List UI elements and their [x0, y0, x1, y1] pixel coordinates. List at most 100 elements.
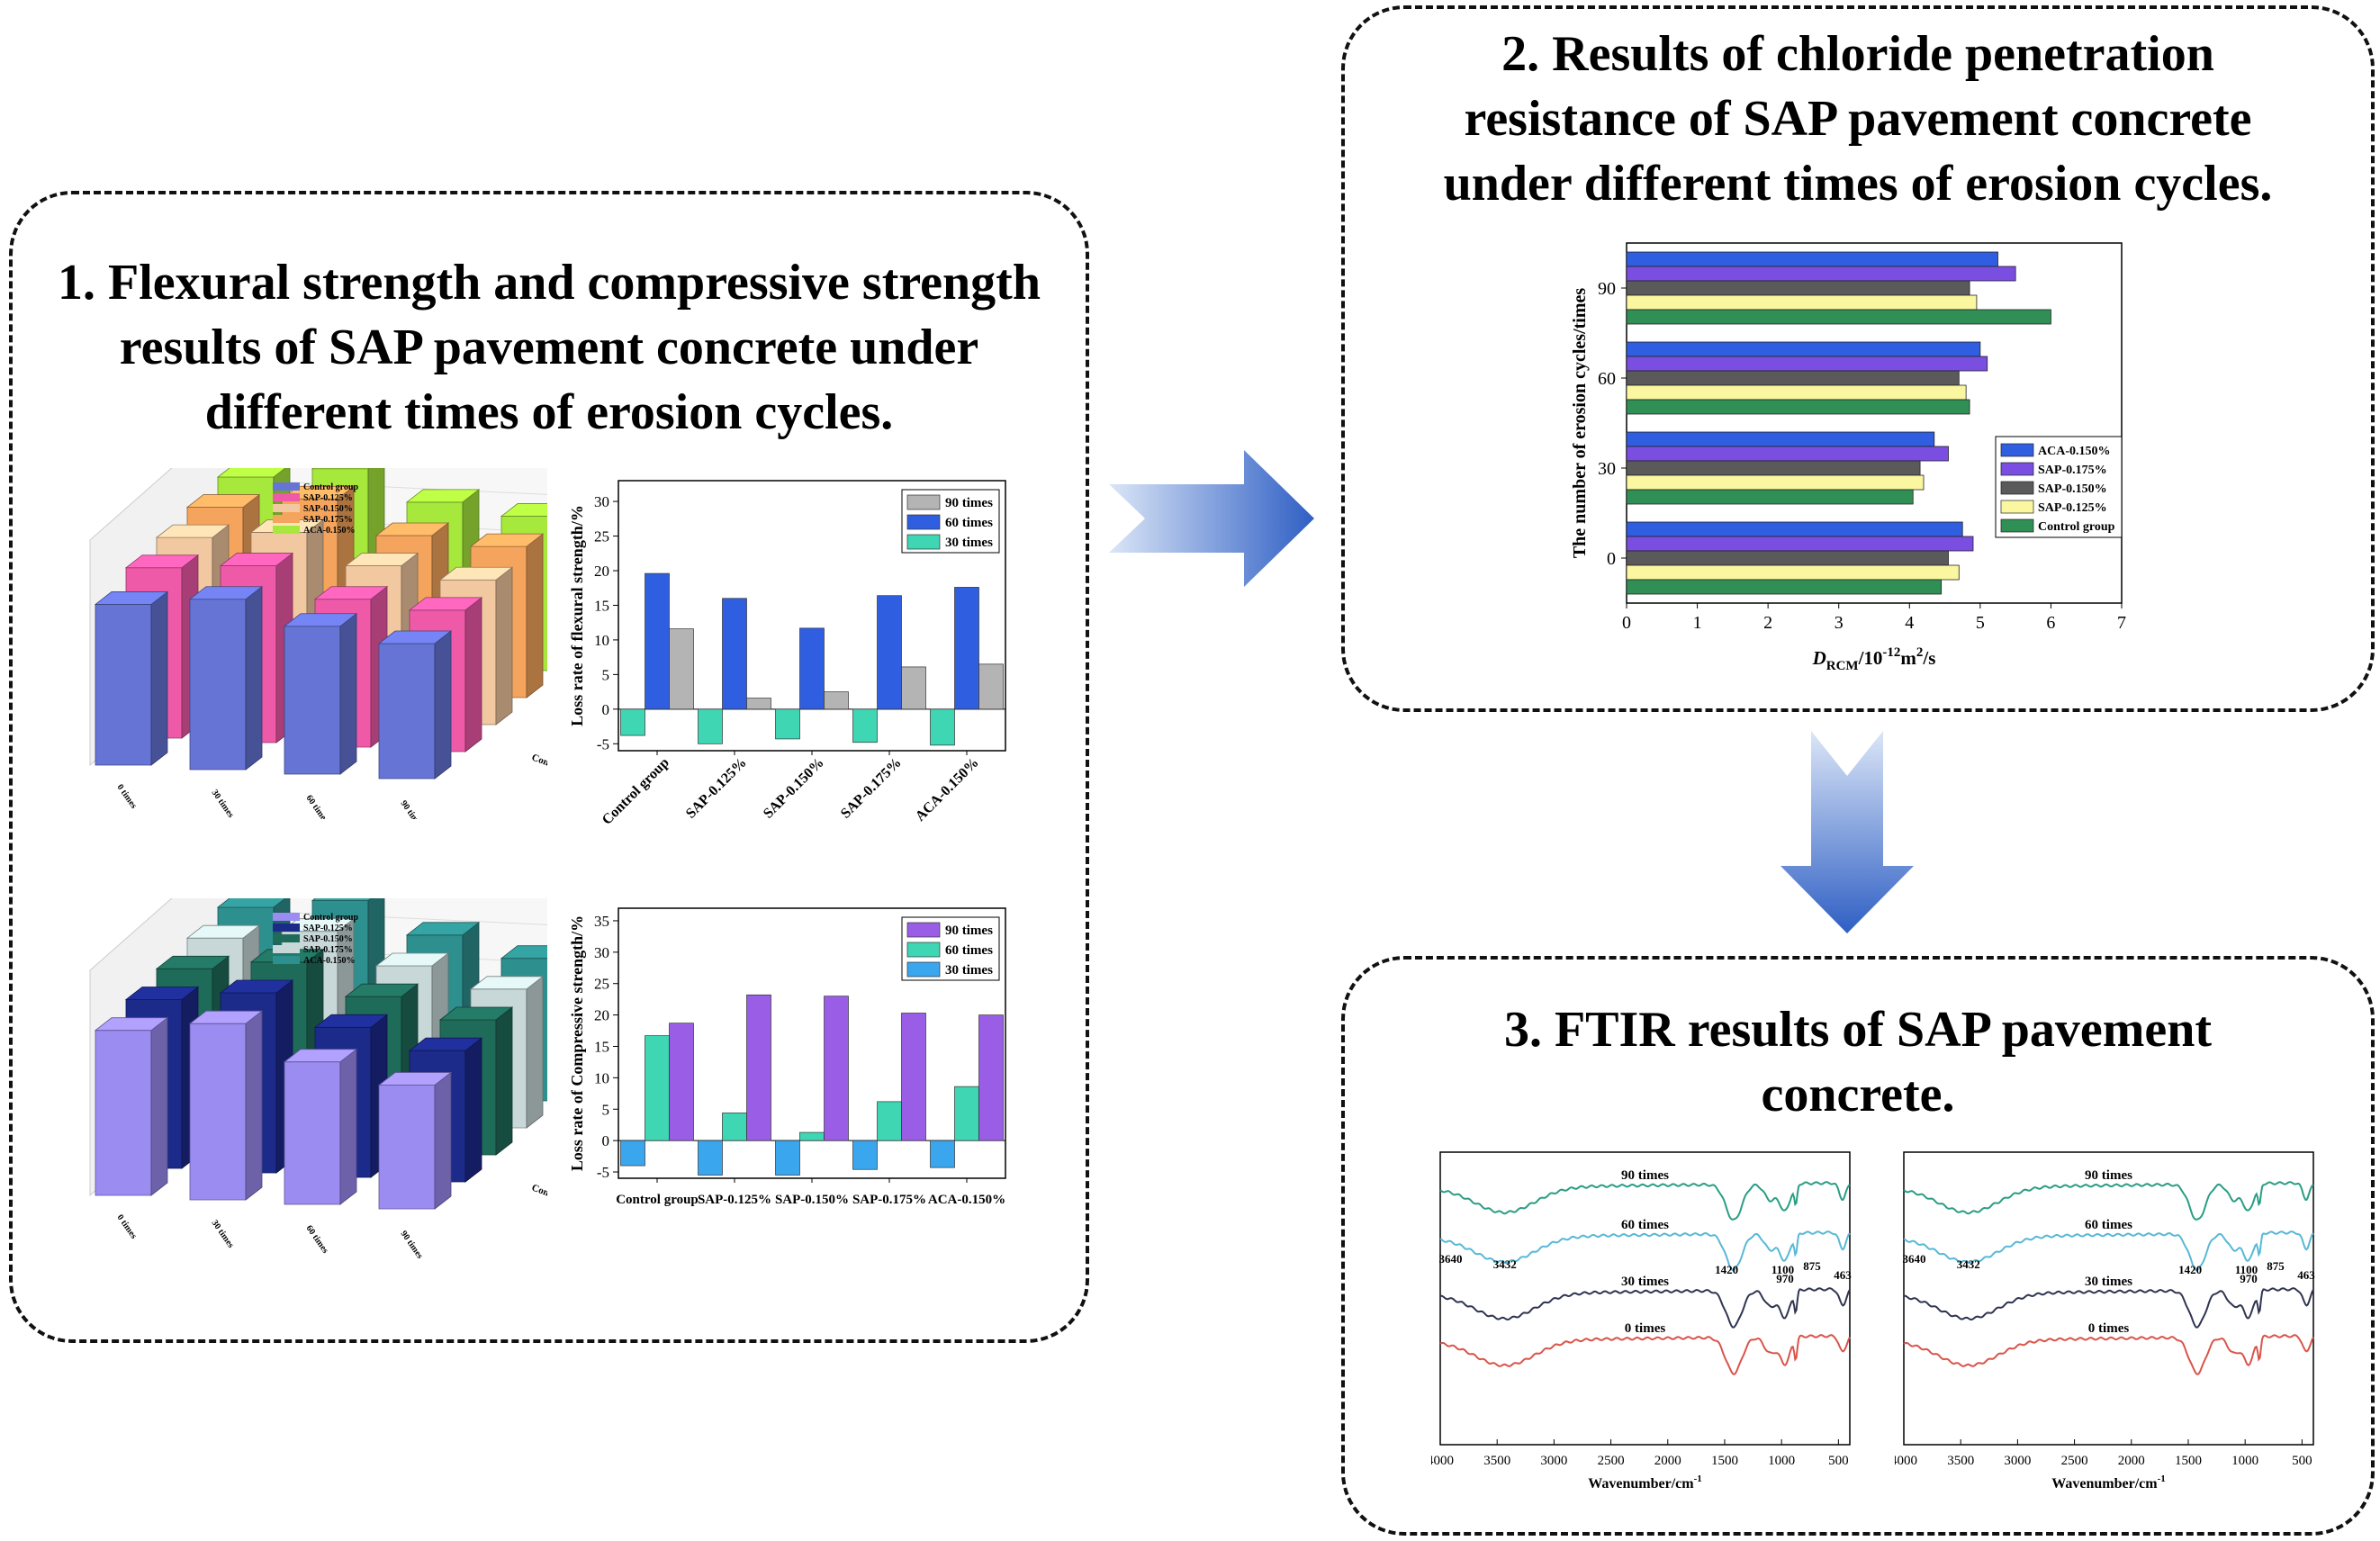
y-tick-label: 0 [1607, 549, 1616, 569]
legend-swatch [906, 961, 941, 978]
bar-top [219, 979, 294, 994]
flexural-strength-3d-chart: 01234567Flexural strength/MPaACA-0.150%S… [89, 468, 547, 819]
bar-SAP-0-150- [1626, 370, 1960, 386]
panel1-title-line2: results of SAP pavement concrete under [119, 320, 979, 375]
bar-ACA-0-150- [1626, 341, 1981, 357]
category-label: 90 times [399, 798, 425, 819]
compressive-strength-3d-chart: 0102030405060Compressive strength/MPaACA… [89, 898, 547, 1258]
bar-side [245, 1010, 263, 1201]
legend-swatch [273, 482, 300, 491]
x-tick-label: SAP-0.175% [838, 755, 905, 822]
bar-top [313, 586, 389, 600]
bar-front [189, 1023, 247, 1201]
bar-60-times [722, 1113, 747, 1141]
bar-ACA-0-150- [1626, 521, 1963, 537]
x-tick-label: 2000 [2118, 1454, 2145, 1468]
bar-front [378, 643, 436, 780]
x-tick-label: 3500 [1947, 1454, 1974, 1468]
legend-swatch [273, 913, 300, 921]
bar-top [500, 945, 547, 960]
bar-90-times [746, 698, 771, 710]
bar-top [405, 922, 481, 936]
legend-label: 30 times [945, 963, 993, 978]
legend-swatch [906, 534, 941, 550]
x-tick-label: 7 [2117, 613, 2126, 633]
bar-90-times [901, 666, 926, 710]
bar-90-times [901, 1013, 926, 1141]
ftir-left-chart: 4000350030002500200015001000500Wavenumbe… [1431, 1151, 1852, 1491]
bar-SAP-0-125- [1626, 474, 1925, 491]
x-tick-label: ACA-0.150% [928, 1193, 1005, 1207]
legend-label: SAP-0.175% [303, 515, 353, 525]
bar-top [405, 489, 481, 503]
spectrum-line [1903, 1287, 2314, 1329]
bar-side [150, 1016, 168, 1196]
plot-frame [1439, 1151, 1851, 1446]
panel-chloride-penetration: 2. Results of chloride penetration resis… [1341, 5, 2375, 712]
x-tick-label: 500 [1828, 1454, 1849, 1468]
y-tick-label: 25 [594, 976, 609, 993]
x-tick-label: 1000 [1768, 1454, 1795, 1468]
bar-30-times [852, 708, 878, 743]
bar-side [245, 585, 263, 770]
series-label: 30 times [1621, 1275, 1669, 1289]
legend-swatch [273, 526, 300, 534]
legend-swatch [2000, 500, 2034, 514]
x-tick-label: 4 [1905, 613, 1914, 633]
legend-swatch [2000, 462, 2034, 476]
x-tick-label: 5 [1976, 613, 1985, 633]
bar-top [377, 1072, 453, 1086]
bar-SAP-0-150- [1626, 550, 1949, 566]
bar-side [434, 630, 452, 780]
spectrum-line [1903, 1181, 2314, 1221]
x-tick-label: 500 [2292, 1454, 2312, 1468]
y-tick-label: 15 [594, 1038, 609, 1055]
category-label: 30 times [210, 788, 236, 819]
legend-label: SAP-0.125% [2038, 501, 2107, 515]
x-tick-label: 0 [1622, 613, 1631, 633]
bar-side [150, 590, 168, 766]
bar-top [374, 522, 450, 536]
bar-front [189, 599, 247, 770]
bar-top [438, 566, 514, 581]
y-tick-label: 30 [594, 493, 609, 510]
plot-frame [1626, 242, 2123, 604]
bar-top [311, 468, 370, 470]
bar-SAP-0-150- [1626, 280, 1970, 296]
bar-30-times [620, 1140, 645, 1167]
bar-SAP-0-125- [1626, 294, 1978, 311]
peak-annotation: 1420 [1715, 1263, 1738, 1276]
bar-60-times [645, 1035, 670, 1141]
bar-top [124, 987, 200, 1000]
x-tick-label: Control group [600, 755, 672, 828]
bar-top [344, 553, 419, 566]
legend-swatch [2000, 481, 2034, 495]
row-label: Control group [530, 1183, 547, 1213]
peak-annotation: 3640 [1903, 1252, 1926, 1266]
bar-30-times [698, 708, 723, 744]
y-tick-label: 0 [602, 1132, 610, 1149]
legend-label: SAP-0.150% [303, 934, 353, 944]
bar-60-times [799, 627, 825, 710]
bar-Control-group [1626, 309, 2051, 325]
y-tick-label: -5 [597, 735, 609, 752]
bar-top [188, 1010, 264, 1024]
x-tick-label: 3000 [1540, 1454, 1567, 1468]
legend-swatch [2000, 443, 2034, 457]
bar-top [311, 898, 372, 901]
bar-side [434, 1071, 452, 1210]
legend-label: 90 times [945, 496, 993, 510]
legend-swatch [2000, 518, 2034, 533]
bar-Control-group [1626, 579, 1943, 595]
spectrum-line [1439, 1334, 1851, 1375]
bar-top [155, 524, 230, 538]
bar-top [216, 468, 286, 478]
bar-side [339, 1048, 357, 1205]
bar-side [464, 1037, 482, 1183]
bar-SAP-0-175- [1626, 356, 1988, 372]
series-label: 30 times [2085, 1275, 2132, 1289]
y-axis-label: Loss rate of Compressive strength/% [568, 915, 586, 1171]
peak-annotation: 3432 [1957, 1257, 1980, 1271]
spectrum-line [1903, 1334, 2314, 1375]
bar-SAP-0-175- [1626, 536, 1974, 552]
